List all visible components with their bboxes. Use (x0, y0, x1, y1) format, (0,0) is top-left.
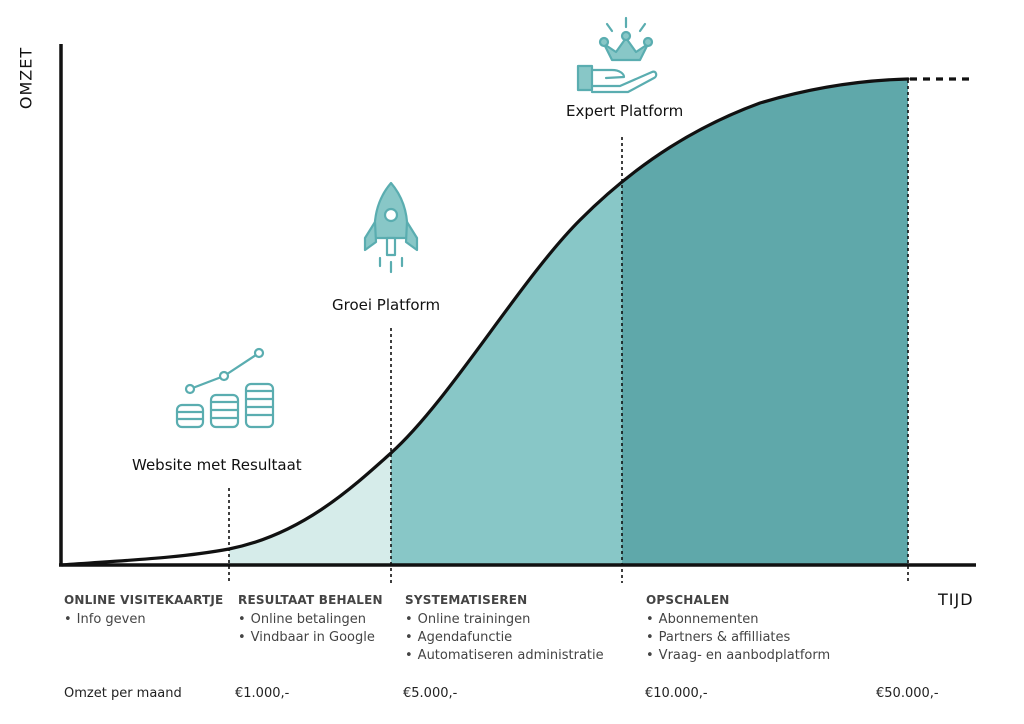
phase-online-visitekaartje: ONLINE VISITEKAARTJE Info geven (64, 593, 223, 629)
revenue-value-4: €50.000,- (876, 686, 939, 701)
area-resultaat-behalen (229, 453, 391, 565)
list-item: Online betalingen (238, 611, 383, 629)
milestone-label-groei: Groei Platform (332, 296, 441, 314)
phase-systematiseren: SYSTEMATISEREN Online trainingen Agendaf… (405, 593, 604, 665)
crown-hand-icon (576, 16, 658, 94)
phase-opschalen: OPSCHALEN Abonnementen Partners & affill… (646, 593, 830, 665)
phase-resultaat-behalen: RESULTAAT BEHALEN Online betalingen Vind… (238, 593, 383, 647)
phase-items: Online betalingen Vindbaar in Google (238, 611, 383, 647)
rocket-icon (363, 181, 419, 274)
revenue-value-3: €10.000,- (645, 686, 708, 701)
milestone-label-expert: Expert Platform (566, 102, 684, 120)
area-systematiseren (391, 182, 622, 565)
phase-items: Info geven (64, 611, 223, 629)
milestone-label-website: Website met Resultaat (132, 456, 302, 474)
phase-title: ONLINE VISITEKAARTJE (64, 593, 224, 607)
phase-items: Abonnementen Partners & affilliates Vraa… (646, 611, 830, 665)
phase-title: RESULTAAT BEHALEN (238, 593, 383, 607)
list-item: Abonnementen (646, 611, 830, 629)
revenue-value-1: €1.000,- (235, 686, 290, 701)
list-item: Online trainingen (405, 611, 604, 629)
list-item: Info geven (64, 611, 223, 629)
area-opschalen (622, 79, 908, 565)
list-item: Vindbaar in Google (238, 629, 383, 647)
y-axis-label: OMZET (16, 46, 36, 110)
growth-curve (60, 77, 910, 567)
coins-growth-icon (175, 347, 275, 429)
revenue-label: Omzet per maand (64, 686, 182, 701)
list-item: Partners & affilliates (646, 629, 830, 647)
phase-title: SYSTEMATISEREN (405, 593, 528, 607)
list-item: Automatiseren administratie (405, 647, 604, 665)
x-axis-label: TIJD (938, 590, 974, 609)
list-item: Agendafunctie (405, 629, 604, 647)
revenue-value-2: €5.000,- (403, 686, 458, 701)
phase-title: OPSCHALEN (646, 593, 730, 607)
phase-items: Online trainingen Agendafunctie Automati… (405, 611, 604, 665)
list-item: Vraag- en aanbodplatform (646, 647, 830, 665)
